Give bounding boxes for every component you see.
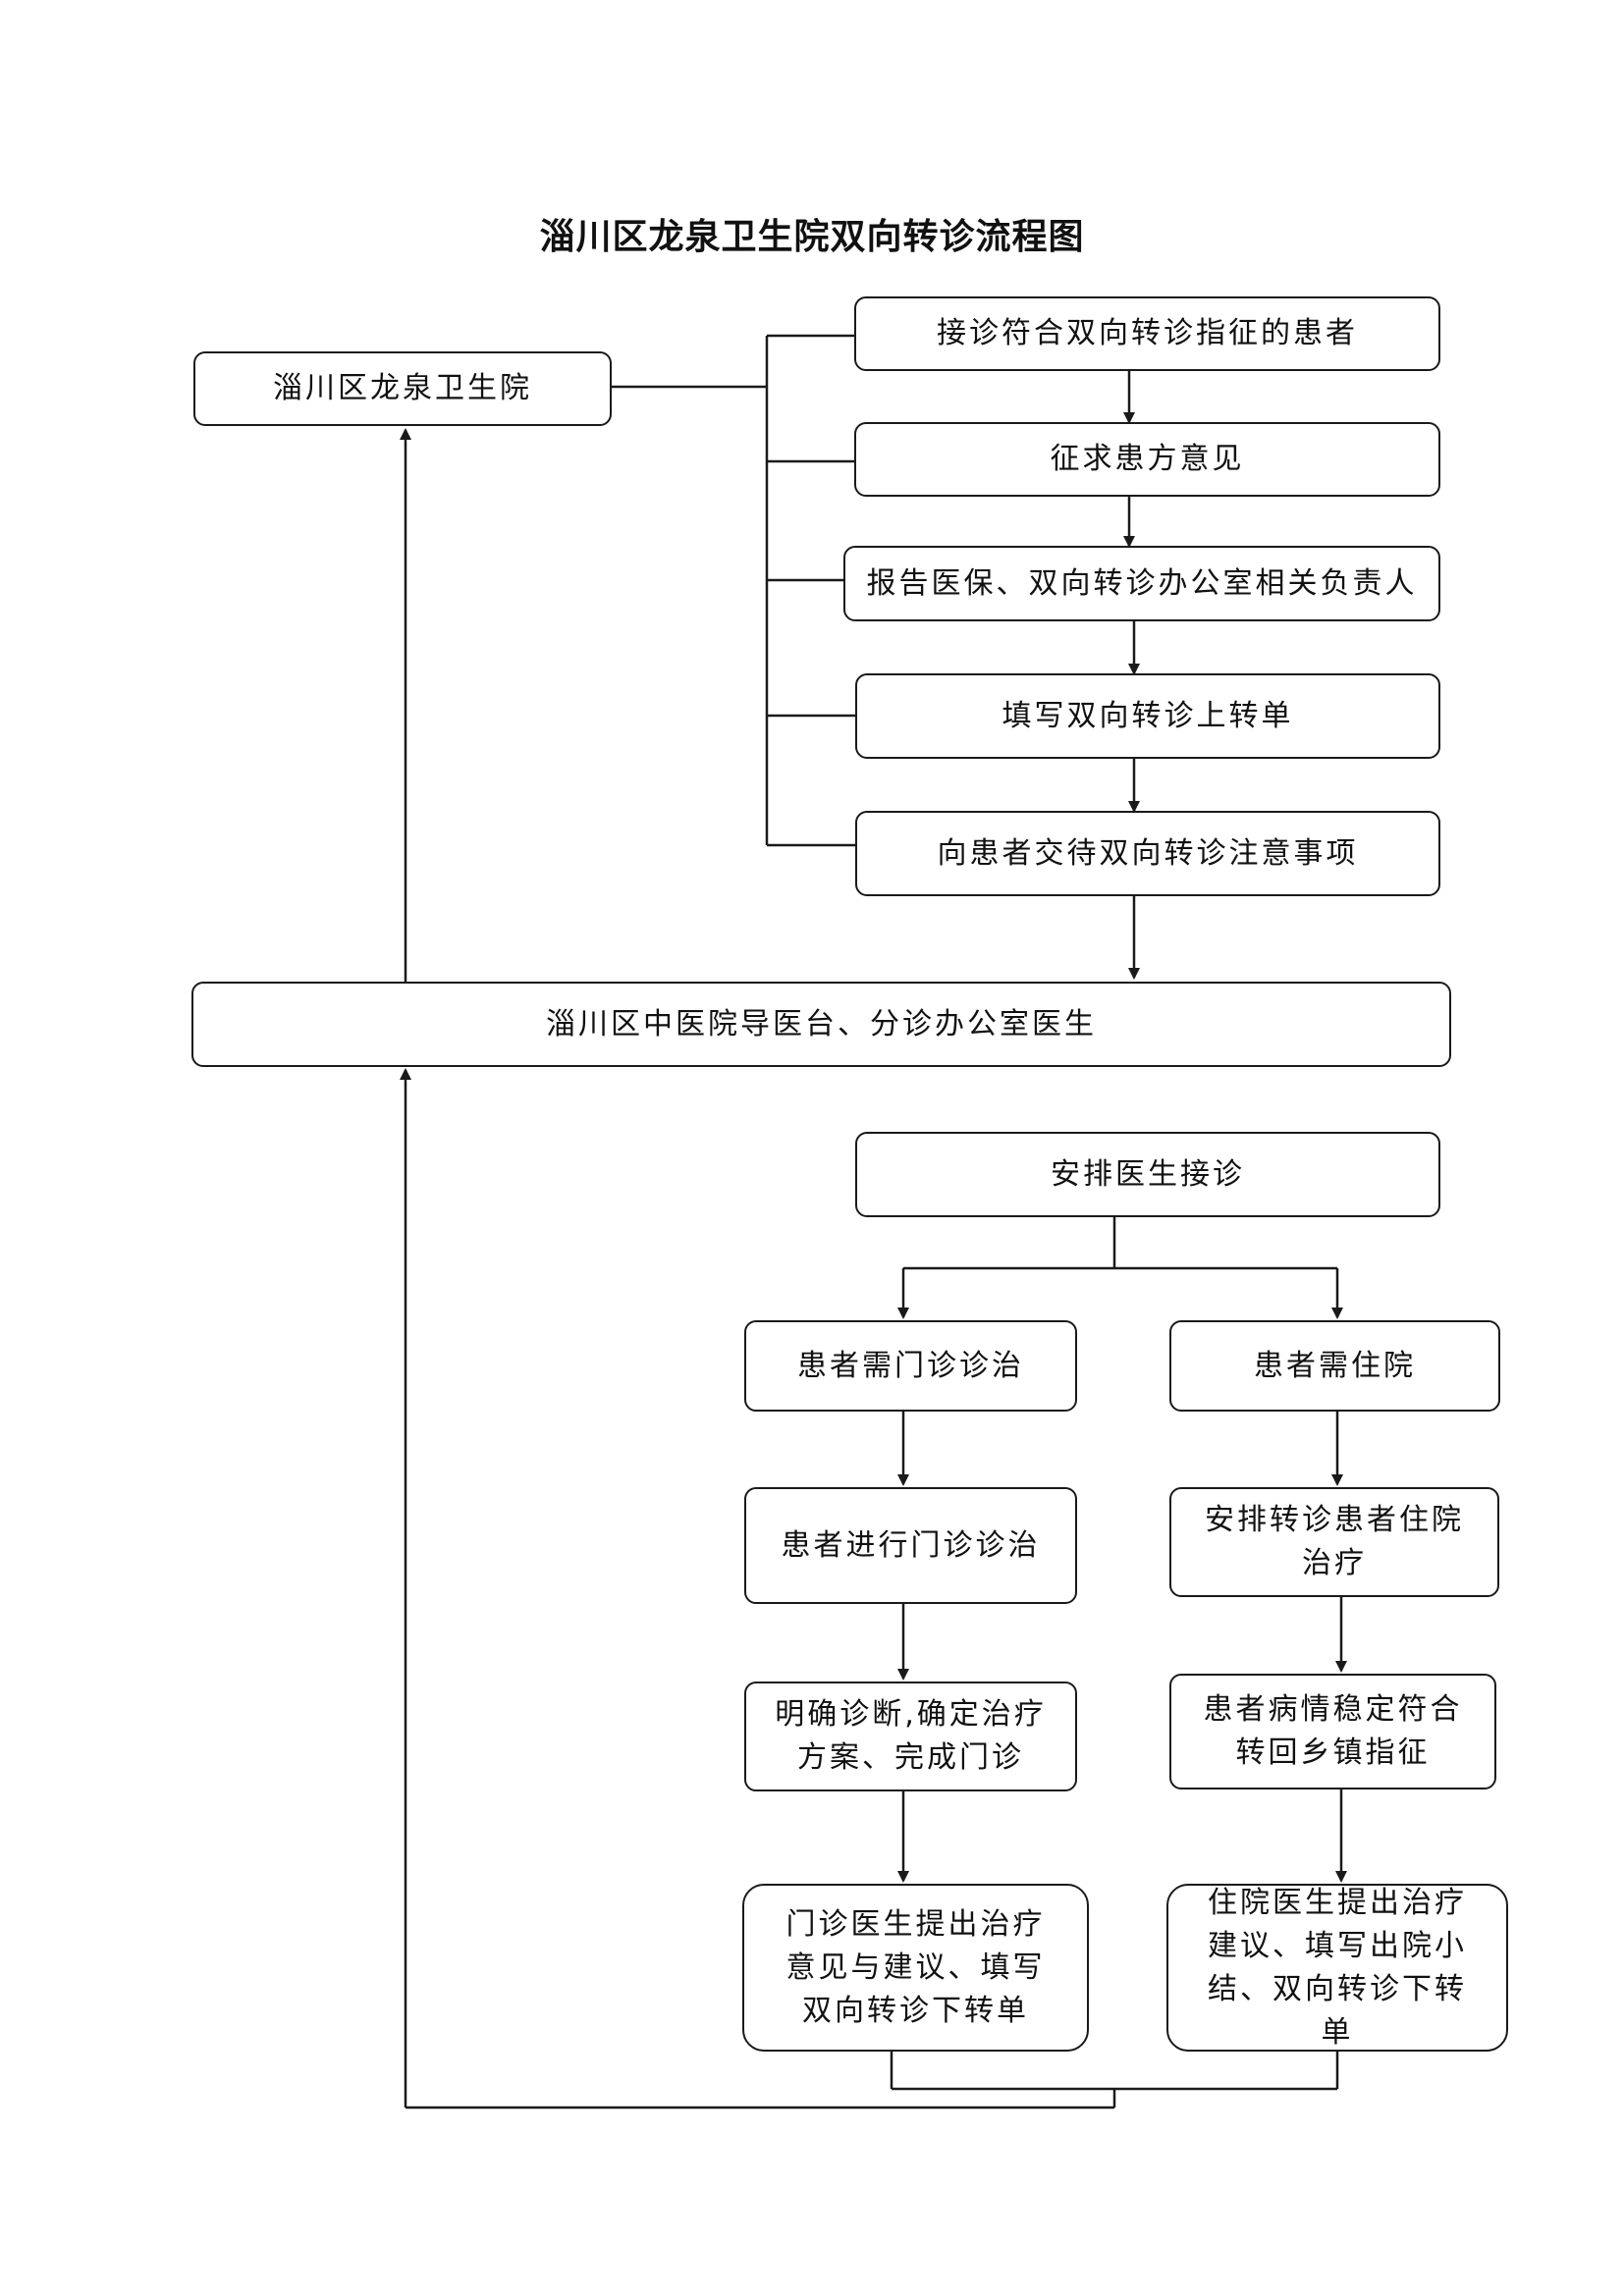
page-title: 淄川区龙泉卫生院双向转诊流程图 <box>539 216 1085 257</box>
node-stable: 患者病情稳定符合转回乡镇指征 <box>1169 1674 1496 1789</box>
node-do-outpatient: 患者进行门诊诊治 <box>744 1487 1077 1604</box>
node-report: 报告医保、双向转诊办公室相关负责人 <box>843 546 1440 621</box>
node-receive-patient: 接诊符合双向转诊指征的患者 <box>854 296 1440 371</box>
node-need-outpatient: 患者需门诊诊治 <box>744 1320 1077 1412</box>
node-seek-opinion: 征求患方意见 <box>854 422 1440 497</box>
node-diagnose: 明确诊断,确定治疗方案、完成门诊 <box>744 1682 1077 1791</box>
node-fill-up-form: 填写双向转诊上转单 <box>855 673 1440 759</box>
node-township-hospital: 淄川区龙泉卫生院 <box>193 351 612 426</box>
node-county-desk: 淄川区中医院导医台、分诊办公室医生 <box>191 982 1451 1067</box>
node-arrange-doctor: 安排医生接诊 <box>855 1132 1440 1217</box>
node-outpatient-down: 门诊医生提出治疗意见与建议、填写双向转诊下转单 <box>742 1884 1089 2052</box>
node-instruct-patient: 向患者交待双向转诊注意事项 <box>855 811 1440 896</box>
node-need-inpatient: 患者需住院 <box>1169 1320 1500 1412</box>
node-arrange-inpatient: 安排转诊患者住院治疗 <box>1169 1487 1499 1597</box>
node-inpatient-down: 住院医生提出治疗建议、填写出院小结、双向转诊下转单 <box>1166 1884 1508 2052</box>
